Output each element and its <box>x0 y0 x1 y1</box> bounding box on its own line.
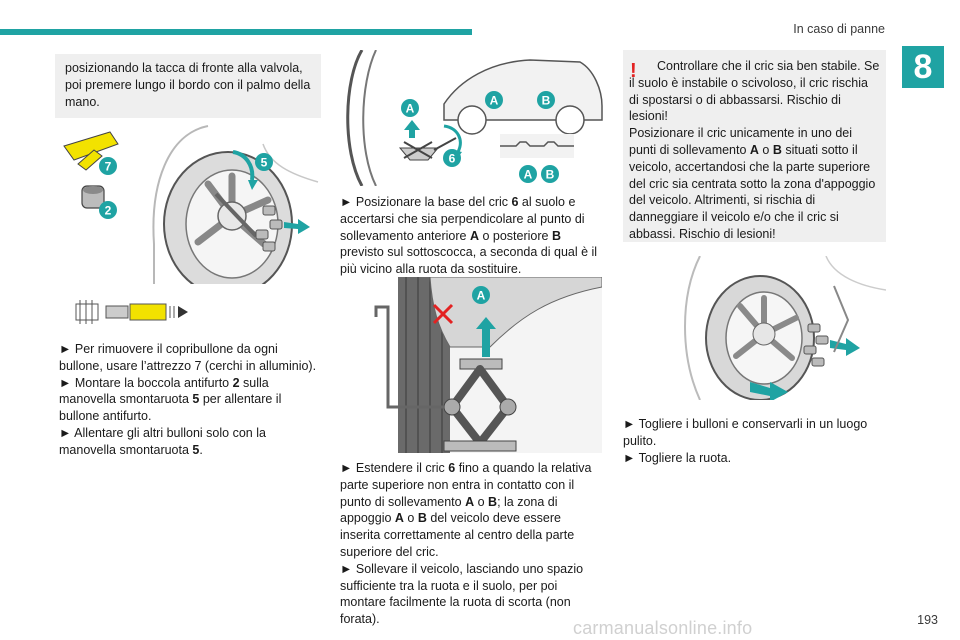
col2-step1: ► Posizionare la base del cric 6 al suol… <box>340 194 604 278</box>
chapter-number-badge: 8 <box>902 46 944 88</box>
step-remove-bolts: ► Togliere i bulloni e conservarli in un… <box>623 417 868 448</box>
watermark: carmanualsonline.info <box>573 618 753 638</box>
jack-contact-illustration: A <box>374 277 602 453</box>
header-accent-bar <box>0 29 472 35</box>
warning-box: ! Controllare che il cric sia ben stabil… <box>623 50 886 242</box>
wheel-removal-illustration <box>684 256 886 400</box>
step-position-jack: ► Posizionare la base del cric 6 al suol… <box>340 195 598 277</box>
wheel-bolt-removal-illustration: 7 2 5 <box>63 125 319 284</box>
label-A-top: A <box>406 102 415 116</box>
step-remove-cover: ► Per rimuovere il copribullone da ogni … <box>59 342 317 373</box>
label-5: 5 <box>261 156 268 170</box>
warning-line2: Posizionare il cric unicamente in uno de… <box>629 126 876 241</box>
label-B-car: B <box>542 94 551 108</box>
warning-text: Controllare che il cric sia ben stabile.… <box>629 58 881 243</box>
step-loosen-bolts: ► Allentare gli altri bulloni solo con l… <box>59 425 266 457</box>
label-A-contact: A <box>477 289 486 303</box>
warning-icon: ! <box>630 60 637 82</box>
antitheft-tool-diagram <box>75 300 188 324</box>
label-B-under: B <box>546 168 555 182</box>
label-2: 2 <box>105 204 112 218</box>
step-extend-jack: ► Estendere il cric 6 fino a quando la r… <box>340 461 592 559</box>
step-raise-vehicle: ► Sollevare il veicolo, lasciando uno sp… <box>340 561 584 627</box>
page-number: 193 <box>917 613 938 627</box>
intro-text: posizionando la tacca di fronte alla val… <box>65 61 311 109</box>
col2-steps-2-3: ► Estendere il cric 6 fino a quando la r… <box>340 460 604 628</box>
intro-box: posizionando la tacca di fronte alla val… <box>55 54 321 119</box>
label-6: 6 <box>449 152 456 166</box>
label-A-under: A <box>524 168 533 182</box>
section-title: In caso di panne <box>793 22 885 36</box>
label-A-car: A <box>490 94 499 108</box>
jack-position-illustration: A A B 6 A B <box>346 50 603 186</box>
col1-steps: ► Per rimuovere il copribullone da ogni … <box>59 341 323 459</box>
col3-steps: ► Togliere i bulloni e conservarli in un… <box>623 416 883 466</box>
step-antitheft-socket: ► Montare la boccola antifurto 2 sulla m… <box>59 375 282 424</box>
step-remove-wheel: ► Togliere la ruota. <box>623 450 732 465</box>
warning-line1: Controllare che il cric sia ben stabile.… <box>629 59 880 124</box>
label-7: 7 <box>105 160 112 174</box>
